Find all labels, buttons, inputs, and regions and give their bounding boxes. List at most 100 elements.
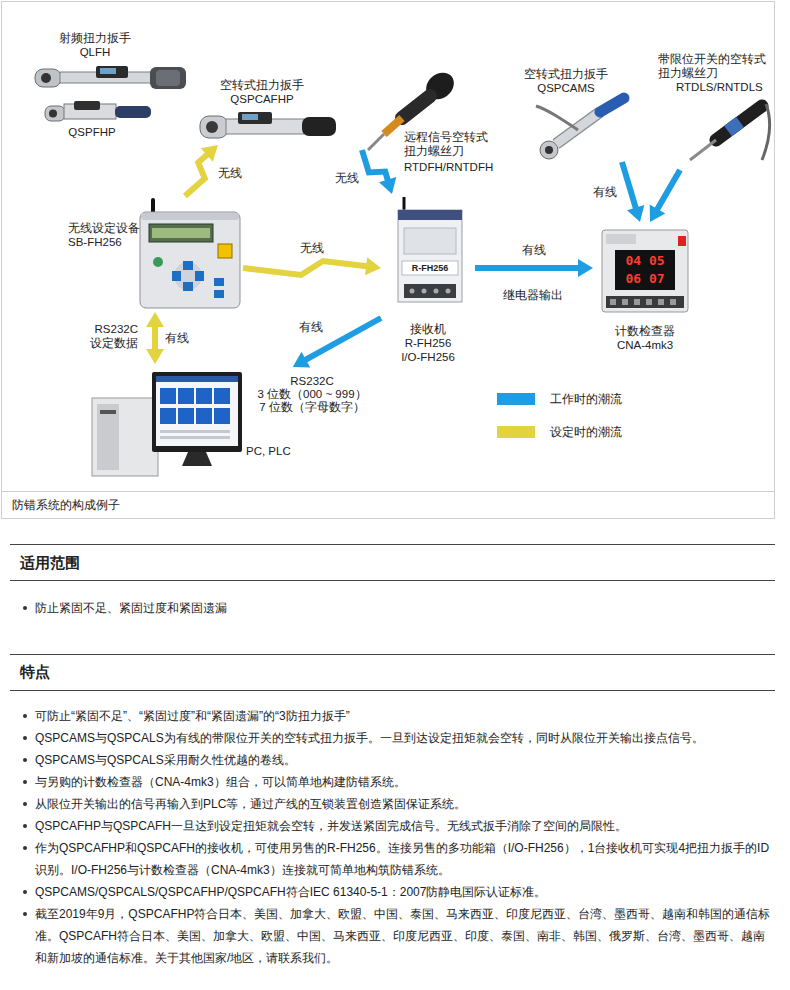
torque-wrench: [49, 110, 57, 118]
receiver-unit: [398, 210, 462, 220]
computer: [178, 388, 194, 404]
device-label: 空转式扭力扳手: [202, 78, 322, 92]
section-rule: [10, 545, 775, 691]
bullet-item: 截至2019年9月，QSPCAFHP符合日本、美国、加拿大、欧盟、中国、泰国、马…: [20, 903, 772, 969]
setting-unit: [214, 278, 224, 286]
torque-wrench: [35, 69, 61, 87]
device-node: 计数检查器CNA-4mk3: [593, 222, 697, 356]
text-label: 04 05: [616, 253, 674, 269]
flow-line: [622, 162, 636, 209]
device-label: 射频扭力扳手: [40, 31, 150, 45]
bullet-dot: [23, 890, 27, 894]
bullet-dot: [23, 846, 27, 850]
device-label: I/O-FH256: [383, 350, 473, 364]
bullet-dot: [23, 714, 27, 718]
device-label: QSPCAMS: [516, 81, 616, 95]
torque-wrench: [238, 112, 272, 124]
torque-wrench: [200, 116, 228, 138]
device-label: SB-FH256: [68, 235, 122, 249]
torque-wrench: [74, 101, 100, 110]
text-label: R-FH256: [401, 263, 459, 274]
torque-wrench: [41, 73, 51, 83]
arrow-head: [365, 257, 381, 275]
receiver-unit: [446, 289, 451, 294]
counter-unit: [622, 299, 628, 305]
section-rule: [10, 654, 775, 655]
counter-unit: [602, 230, 688, 312]
flow-arrow: [622, 162, 644, 222]
torque-wrench: [540, 141, 558, 159]
text-label: 3 位数（000 ~ 999）: [242, 387, 382, 401]
bullet-text: 防止紧固不足、紧固过度和紧固遗漏: [35, 601, 227, 615]
device-node: PC, PLC: [88, 364, 293, 479]
bullet-text: 作为QSPCAFHP和QSPCAFH的接收机，可使用另售的R-FH256。连接另…: [35, 841, 769, 877]
device-label: 计数检查器: [595, 324, 695, 338]
setting-unit: [183, 261, 193, 270]
counter-unit: [615, 250, 675, 290]
arrow-head: [146, 312, 164, 327]
device-label: RTDFH/RNTDFH: [404, 160, 493, 174]
counter-unit: [602, 230, 688, 312]
torque-wrench: [45, 106, 65, 121]
flow-label: 有线: [520, 243, 548, 257]
text-label: 继电器输出: [488, 288, 578, 302]
flow-arrow: [475, 259, 593, 277]
bullet-dot: [23, 912, 27, 916]
device-label: 带限位开关的空转式扭力螺丝刀: [658, 52, 768, 80]
computer: [160, 430, 230, 433]
counter-unit: [606, 296, 684, 308]
screwdriver: [728, 122, 740, 131]
setting-unit: [172, 271, 181, 281]
torque-wrench: [242, 114, 258, 120]
section-rule: [10, 580, 775, 581]
bullet-item: QSPCAMS与QSPCALS为有线的带限位开关的空转式扭力扳手。一旦到达设定扭…: [20, 727, 772, 749]
flow-arrow: [293, 318, 381, 368]
device-node: QSPFHP: [40, 97, 160, 141]
flow-label: 无线: [216, 166, 244, 180]
flow-line: [657, 170, 680, 210]
screwdriver: [690, 140, 716, 160]
text-label: 适用范围: [20, 553, 80, 573]
flow-label: 无线: [298, 241, 326, 255]
legend-swatch: [497, 426, 535, 438]
bullet-dot: [23, 824, 27, 828]
flow-arrow: [650, 170, 680, 222]
device-label: CNA-4mk3: [595, 338, 695, 352]
torque-wrench: [302, 117, 336, 136]
flow-line: [152, 326, 158, 350]
device-label: 远程信号空转式扭力螺丝刀: [404, 130, 492, 158]
torque-wrench: [536, 98, 624, 159]
device-label: QSPFHP: [47, 125, 137, 139]
legend-swatch: [497, 393, 535, 405]
torque-wrench: [115, 106, 151, 118]
setting-unit: [153, 257, 163, 267]
receiver-unit: [422, 289, 427, 294]
computer: [160, 388, 176, 404]
torque-wrench: [35, 66, 186, 89]
screwdriver: [762, 104, 769, 160]
bullet-item: 作为QSPCAFHP和QSPCAFH的接收机，可使用另售的R-FH256。连接另…: [20, 837, 772, 881]
flow-label: 有线: [297, 320, 325, 334]
torque-wrench: [536, 106, 578, 130]
device-node: 空转式扭力扳手QSPCAMS: [514, 64, 638, 162]
computer: [156, 376, 238, 382]
device-label: 接收机: [383, 322, 473, 336]
flow-arrow: [146, 312, 164, 364]
bullet-text: QSPCAFHP与QSPCAFH一旦达到设定扭矩就会空转，并发送紧固完成信号。无…: [35, 819, 627, 833]
device-label: QSPCAFHP: [202, 92, 322, 106]
torque-wrench: [545, 146, 553, 154]
counter-unit: [606, 234, 636, 244]
setting-unit: [140, 200, 240, 308]
device-label: PC, PLC: [246, 444, 291, 458]
computer: [196, 388, 212, 404]
screwdriver: [716, 106, 762, 140]
setting-unit: [183, 282, 193, 291]
diagram-panel: [2, 2, 775, 519]
diagram-panel: [2, 491, 774, 492]
counter-unit: [678, 236, 686, 246]
flow-arrow: [362, 150, 396, 194]
torque-wrench: [206, 121, 218, 133]
computer: [214, 388, 230, 404]
torque-wrench: [96, 66, 128, 78]
text-label: 06 07: [616, 271, 674, 287]
